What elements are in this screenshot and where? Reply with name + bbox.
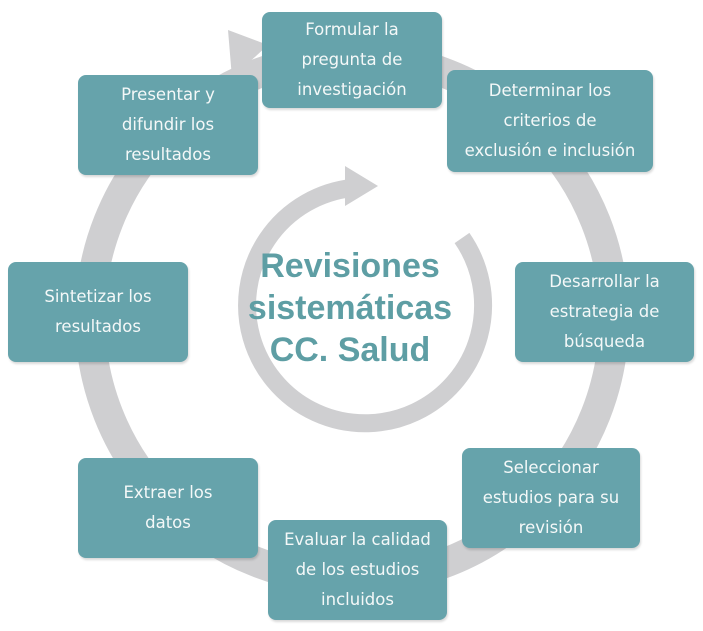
inner-cycle-arc bbox=[238, 179, 493, 433]
step-label: Presentar y difundir los resultados bbox=[121, 85, 215, 164]
inner-cycle-arrowhead bbox=[345, 166, 378, 206]
step-evaluar: Evaluar la calidad de los estudios inclu… bbox=[268, 520, 447, 620]
step-label: Desarrollar la estrategia de búsqueda bbox=[549, 272, 660, 351]
step-label: Determinar los criterios de exclusión e … bbox=[464, 81, 636, 160]
step-seleccionar: Seleccionar estudios para su revisión bbox=[462, 448, 640, 548]
outer-cycle-arrowhead bbox=[228, 30, 268, 78]
step-determinar: Determinar los criterios de exclusión e … bbox=[447, 70, 653, 172]
step-formular: Formular la pregunta de investigación bbox=[262, 12, 442, 108]
step-label: Extraer los datos bbox=[123, 483, 213, 532]
step-label: Formular la pregunta de investigación bbox=[297, 20, 407, 99]
step-label: Evaluar la calidad de los estudios inclu… bbox=[284, 530, 431, 609]
step-extraer: Extraer los datos bbox=[78, 458, 258, 558]
step-label: Sintetizar los resultados bbox=[44, 287, 152, 336]
step-presentar: Presentar y difundir los resultados bbox=[78, 75, 258, 175]
center-title: Revisiones sistemáticas CC. Salud bbox=[247, 247, 453, 369]
step-desarrollar: Desarrollar la estrategia de búsqueda bbox=[515, 262, 694, 362]
step-sintetizar: Sintetizar los resultados bbox=[8, 262, 188, 362]
step-label: Seleccionar estudios para su revisión bbox=[482, 458, 620, 537]
